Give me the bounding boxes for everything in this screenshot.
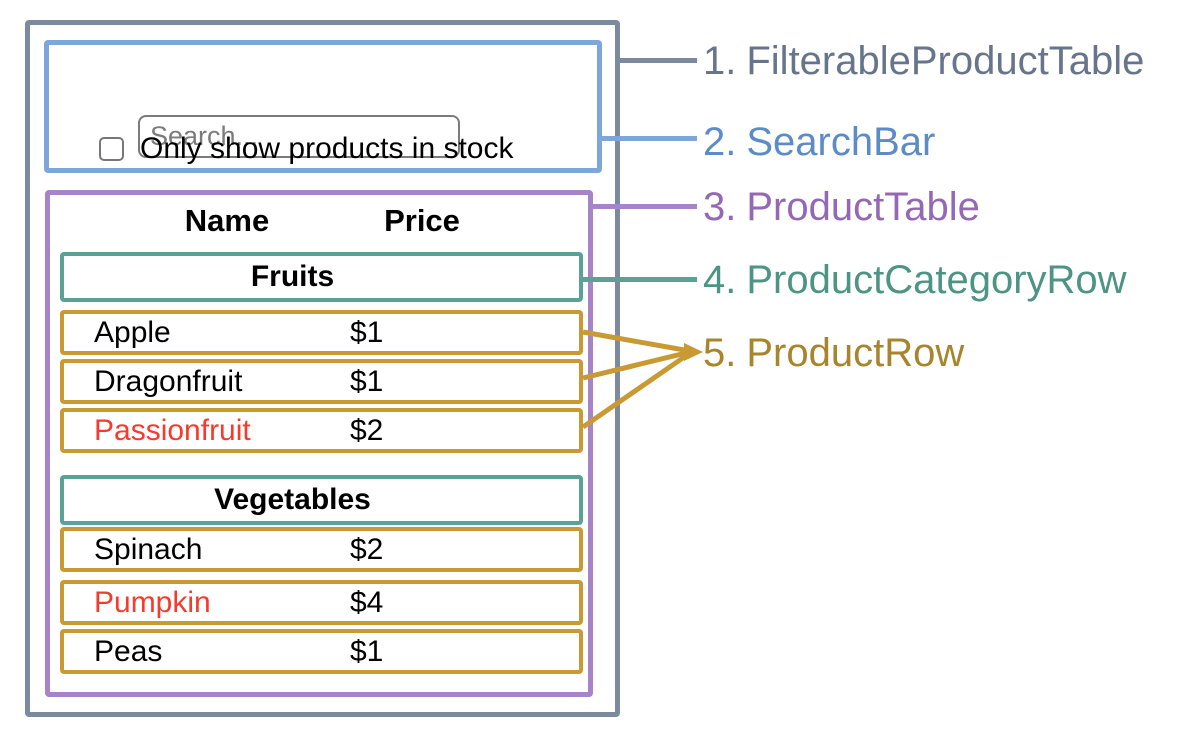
column-header-price: Price bbox=[384, 203, 460, 238]
annotation-search-bar: 2. SearchBar bbox=[703, 117, 935, 167]
annotation-name: FilterableProductTable bbox=[746, 38, 1145, 83]
category-row-fruits: Fruits bbox=[60, 252, 583, 302]
product-row-pumpkin: Pumpkin $4 bbox=[60, 580, 583, 625]
product-price: $1 bbox=[350, 364, 384, 398]
annotation-product-row: 5. ProductRow bbox=[703, 328, 964, 378]
category-row-vegetables: Vegetables bbox=[60, 475, 583, 525]
product-price: $2 bbox=[350, 532, 384, 566]
product-price: $1 bbox=[350, 634, 384, 668]
annotation-number: 1. bbox=[703, 38, 737, 83]
annotation-number: 3. bbox=[703, 184, 737, 229]
annotation-name: SearchBar bbox=[746, 119, 936, 164]
product-name: Pumpkin bbox=[94, 585, 211, 619]
product-price: $4 bbox=[350, 585, 384, 619]
annotation-number: 5. bbox=[703, 330, 737, 375]
product-name: Passionfruit bbox=[94, 413, 251, 447]
product-row-passionfruit: Passionfruit $2 bbox=[60, 408, 583, 453]
category-label: Fruits bbox=[250, 260, 335, 293]
product-price: $1 bbox=[350, 315, 384, 349]
product-name: Apple bbox=[94, 315, 171, 349]
product-price: $2 bbox=[350, 413, 384, 447]
annotation-filterable-product-table: 1. FilterableProductTable bbox=[703, 36, 1144, 86]
product-row-apple: Apple $1 bbox=[60, 310, 583, 355]
arrowhead-icon bbox=[684, 343, 703, 361]
annotation-number: 2. bbox=[703, 119, 737, 164]
connector-search-bar bbox=[602, 136, 697, 141]
product-row-peas: Peas $1 bbox=[60, 629, 583, 674]
in-stock-checkbox[interactable] bbox=[99, 137, 124, 161]
annotation-product-table: 3. ProductTable bbox=[703, 182, 980, 232]
annotation-number: 4. bbox=[703, 257, 737, 302]
search-bar-box: Only show products in stock bbox=[44, 40, 602, 173]
stock-filter-row: Only show products in stock bbox=[99, 132, 514, 166]
category-label: Vegetables bbox=[214, 483, 371, 516]
annotation-name: ProductRow bbox=[746, 330, 965, 375]
product-row-dragonfruit: Dragonfruit $1 bbox=[60, 359, 583, 404]
search-input[interactable] bbox=[138, 115, 460, 158]
column-header-name: Name bbox=[184, 203, 270, 238]
annotation-name: ProductCategoryRow bbox=[746, 257, 1127, 302]
product-name: Peas bbox=[94, 634, 163, 668]
product-row-spinach: Spinach $2 bbox=[60, 527, 583, 572]
connector-product-category-row bbox=[583, 277, 697, 282]
in-stock-checkbox-label: Only show products in stock bbox=[140, 132, 514, 165]
annotation-product-category-row: 4. ProductCategoryRow bbox=[703, 255, 1127, 305]
connector-product-table bbox=[593, 204, 697, 209]
product-name: Dragonfruit bbox=[94, 364, 243, 398]
product-name: Spinach bbox=[94, 532, 203, 566]
connector-filterable-product-table bbox=[620, 58, 697, 63]
annotation-name: ProductTable bbox=[746, 184, 980, 229]
